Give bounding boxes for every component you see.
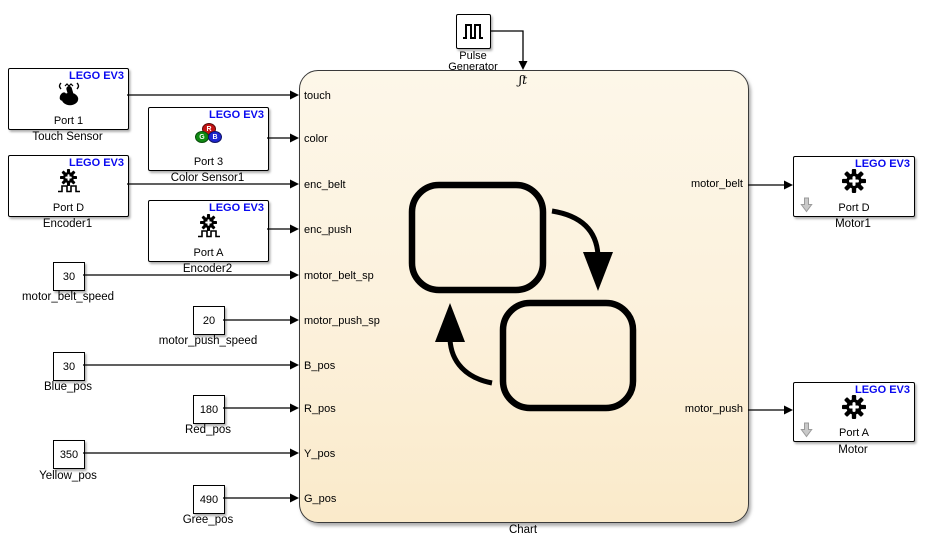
lego-ev3-brand-label: LEGO EV3 bbox=[208, 202, 264, 214]
lego-ev3-brand-label: LEGO EV3 bbox=[68, 157, 124, 169]
block-name-red-pos: Red_pos bbox=[184, 424, 232, 436]
port-label: Port A bbox=[193, 247, 224, 259]
constant-value: 490 bbox=[199, 493, 219, 506]
touch-sensor-block[interactable]: LEGO EV3 Port 1 bbox=[8, 68, 129, 130]
constant-value: 20 bbox=[202, 314, 216, 327]
block-name-motor-push-speed: motor_push_speed bbox=[158, 335, 258, 347]
chart-input-b-pos: B_pos bbox=[304, 360, 336, 372]
chart-input-enc-belt: enc_belt bbox=[304, 179, 346, 191]
wire-motor-push-sp[interactable] bbox=[223, 315, 299, 325]
block-name-yellow-pos: Yellow_pos bbox=[39, 470, 97, 482]
block-name-color-sensor: Color Sensor1 bbox=[170, 172, 245, 184]
wire-r-pos[interactable] bbox=[223, 403, 299, 413]
constant-gree-pos[interactable]: 490 bbox=[193, 485, 225, 514]
constant-red-pos[interactable]: 180 bbox=[193, 395, 225, 424]
constant-value: 30 bbox=[62, 360, 76, 373]
chart-input-enc-push: enc_push bbox=[304, 224, 352, 236]
port-label: Port D bbox=[838, 202, 870, 214]
rgb-color-sensor-icon: R G B bbox=[194, 123, 224, 148]
green-circle: G bbox=[195, 131, 209, 143]
block-name-touch-sensor: Touch Sensor bbox=[32, 131, 103, 143]
pulse-generator-label-line1: Pulse bbox=[459, 50, 487, 62]
constant-blue-pos[interactable]: 30 bbox=[53, 352, 85, 381]
pulse-generator-label-line2: Generator bbox=[448, 61, 498, 73]
chart-input-g-pos: G_pos bbox=[304, 493, 337, 505]
wire-b-pos[interactable] bbox=[83, 360, 299, 370]
download-arrow-icon bbox=[800, 422, 813, 438]
motor-gear-icon bbox=[842, 395, 866, 419]
download-arrow-icon bbox=[800, 197, 813, 213]
constant-value: 180 bbox=[199, 403, 219, 416]
encoder2-block[interactable]: LEGO EV3 Port A bbox=[148, 200, 269, 262]
encoder-pulse-wave-icon bbox=[58, 184, 80, 193]
blue-circle: B bbox=[208, 131, 222, 143]
wire-enc-push[interactable] bbox=[267, 224, 299, 234]
wire-g-pos[interactable] bbox=[223, 493, 299, 503]
chart-input-motor-belt-sp: motor_belt_sp bbox=[304, 270, 374, 282]
chart-output-motor-push: motor_push bbox=[684, 403, 743, 415]
block-name-encoder1: Encoder1 bbox=[42, 218, 93, 230]
stateflow-chart-block[interactable]: touch color enc_belt enc_push motor_belt… bbox=[299, 70, 749, 523]
constant-motor-belt-speed[interactable]: 30 bbox=[53, 262, 85, 291]
pulse-generator-block[interactable] bbox=[456, 14, 491, 49]
pulse-wave-icon bbox=[460, 18, 486, 44]
chart-input-color: color bbox=[304, 133, 328, 145]
color-sensor-block[interactable]: LEGO EV3 R G B Port 3 bbox=[148, 107, 269, 171]
chart-input-touch: touch bbox=[304, 90, 331, 102]
block-name-encoder2: Encoder2 bbox=[182, 263, 233, 275]
constant-yellow-pos[interactable]: 350 bbox=[53, 440, 85, 469]
chart-input-r-pos: R_pos bbox=[304, 403, 336, 415]
block-name-motor-belt-speed: motor_belt_speed bbox=[21, 291, 115, 303]
lego-ev3-brand-label: LEGO EV3 bbox=[854, 384, 910, 396]
chart-output-motor-belt: motor_belt bbox=[691, 178, 743, 190]
wire-motor-belt[interactable] bbox=[748, 180, 793, 190]
motor-gear-icon bbox=[842, 169, 866, 193]
port-label: Port A bbox=[839, 427, 869, 439]
encoder-gear-icon bbox=[60, 169, 77, 186]
wire-y-pos[interactable] bbox=[83, 448, 299, 458]
wire-motor-push[interactable] bbox=[748, 405, 793, 415]
constant-value: 30 bbox=[62, 270, 76, 283]
block-name-gree-pos: Gree_pos bbox=[182, 514, 234, 526]
motor-block[interactable]: LEGO EV3 Port A bbox=[793, 382, 915, 442]
chart-name-label: Chart bbox=[508, 524, 538, 536]
constant-value: 350 bbox=[59, 448, 79, 461]
touch-hand-icon bbox=[55, 81, 83, 107]
port-label: Port 1 bbox=[53, 115, 84, 127]
block-name-motor: Motor bbox=[838, 444, 868, 456]
lego-ev3-brand-label: LEGO EV3 bbox=[208, 109, 264, 121]
constant-motor-push-speed[interactable]: 20 bbox=[193, 306, 225, 335]
wire-color[interactable] bbox=[267, 133, 299, 143]
block-name-blue-pos: Blue_pos bbox=[44, 381, 92, 393]
motor1-block[interactable]: LEGO EV3 Port D bbox=[793, 156, 915, 217]
lego-ev3-brand-label: LEGO EV3 bbox=[68, 70, 124, 82]
lego-ev3-brand-label: LEGO EV3 bbox=[854, 158, 910, 170]
chart-input-motor-push-sp: motor_push_sp bbox=[304, 315, 380, 327]
encoder-pulse-wave-icon bbox=[198, 229, 220, 238]
encoder-gear-icon bbox=[200, 214, 217, 231]
encoder1-block[interactable]: LEGO EV3 Port D bbox=[8, 155, 129, 217]
chart-input-y-pos: Y_pos bbox=[304, 448, 336, 460]
port-label: Port 3 bbox=[193, 156, 224, 168]
wire-touch[interactable] bbox=[127, 90, 299, 100]
block-name-motor1: Motor1 bbox=[835, 218, 871, 230]
port-label: Port D bbox=[52, 202, 85, 214]
chart-trigger-symbol: ʃt bbox=[518, 72, 528, 87]
